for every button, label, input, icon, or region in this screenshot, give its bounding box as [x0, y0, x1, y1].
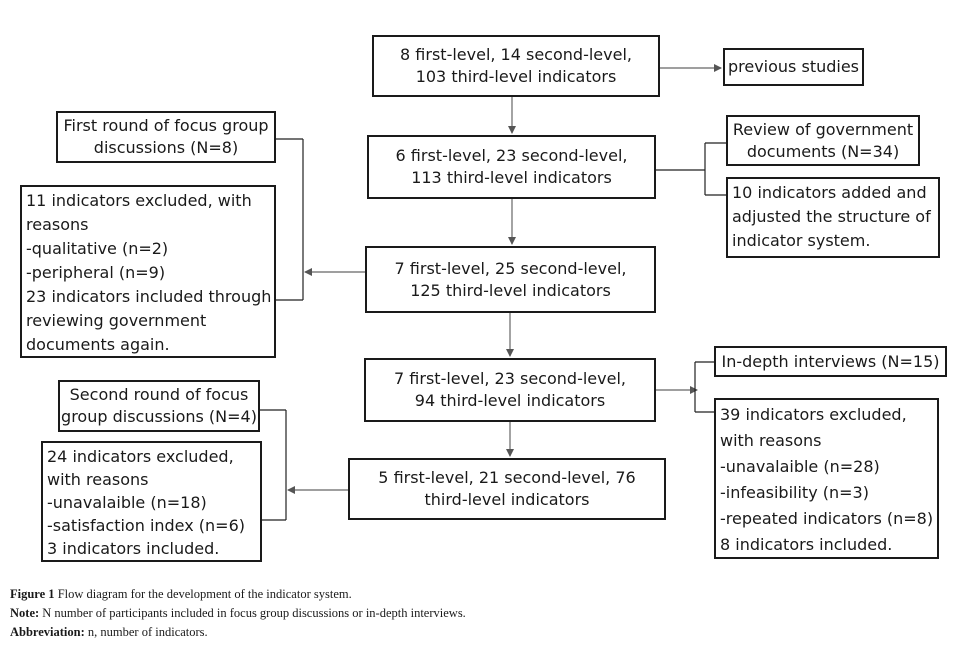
flow-box-5-line-1: 5 first-level, 21 second-level, 76 [378, 468, 636, 487]
previous-studies-box: previous studies [723, 48, 864, 86]
added-indicators-line-3: indicator system. [732, 231, 871, 250]
flow-box-1: 8 first-level, 14 second-level, 103 thir… [372, 35, 660, 97]
flow-box-2-line-2: 113 third-level indicators [411, 168, 612, 187]
excluded-interviews-line-3: -unavalaible (n=28) [720, 457, 880, 476]
excluded-round1-line-6: reviewing government [26, 311, 207, 330]
excluded-interviews-line-2: with reasons [720, 431, 822, 450]
focus-group-1-line-2: discussions (N=8) [93, 138, 239, 157]
flow-box-2-line-1: 6 first-level, 23 second-level, [395, 146, 628, 165]
flow-box-4: 7 first-level, 23 second-level, 94 third… [364, 358, 656, 422]
excluded-round1-line-7: documents again. [26, 335, 170, 354]
excluded-interviews-line-5: -repeated indicators (n=8) [720, 509, 934, 528]
abbr-label: Abbreviation: [10, 625, 85, 639]
excluded-round1-box: 11 indicators excluded, with reasons -qu… [20, 185, 276, 358]
excluded-round2-box: 24 indicators excluded, with reasons -un… [41, 441, 262, 562]
flow-box-4-line-1: 7 first-level, 23 second-level, [394, 369, 626, 388]
excluded-round2-line-2: with reasons [47, 470, 149, 489]
excluded-round1-line-3: -qualitative (n=2) [26, 239, 169, 258]
flow-box-1-line-1: 8 first-level, 14 second-level, [400, 45, 632, 64]
flow-box-3: 7 first-level, 25 second-level, 125 thir… [365, 246, 656, 313]
previous-studies-label: previous studies [727, 57, 860, 76]
excluded-interviews-line-4: -infeasibility (n=3) [720, 483, 869, 502]
abbr-text: n, number of indicators. [84, 625, 208, 639]
excluded-round2-line-3: -unavalaible (n=18) [47, 493, 207, 512]
figure-text: Flow diagram for the development of the … [54, 587, 352, 601]
excluded-round2-line-1: 24 indicators excluded, [47, 447, 234, 466]
figure-caption: Figure 1 Flow diagram for the developmen… [10, 587, 352, 602]
added-indicators-line-2: adjusted the structure of [732, 207, 931, 226]
added-indicators-line-1: 10 indicators added and [732, 183, 927, 202]
excluded-interviews-line-6: 8 indicators included. [720, 535, 893, 554]
excluded-round1-line-2: reasons [26, 215, 89, 234]
excluded-round1-line-1: 11 indicators excluded, with [26, 191, 252, 210]
note-text: N number of participants included in foc… [39, 606, 466, 620]
note-label: Note: [10, 606, 40, 620]
review-gov-line-1: Review of government [732, 119, 914, 139]
focus-group-1-line-1: First round of focus group [63, 116, 269, 135]
flow-box-1-line-2: 103 third-level indicators [415, 67, 617, 86]
flow-box-5-line-2: third-level indicators [424, 490, 590, 509]
focus-group-2-box: Second round of focus group discussions … [58, 380, 260, 432]
flow-box-4-line-2: 94 third-level indicators [414, 391, 606, 410]
flow-box-3-line-2: 125 third-level indicators [410, 280, 611, 300]
focus-group-2-line-1: Second round of focus [69, 385, 249, 404]
excluded-interviews-box: 39 indicators excluded, with reasons -un… [714, 398, 939, 559]
flow-box-3-line-1: 7 first-level, 25 second-level, [394, 258, 627, 278]
excluded-interviews-line-1: 39 indicators excluded, [720, 405, 907, 424]
flow-box-5: 5 first-level, 21 second-level, 76 third… [348, 458, 666, 520]
figure-label: Figure 1 [10, 587, 55, 601]
interviews-label: In-depth interviews (N=15) [721, 351, 940, 371]
excluded-round1-line-5: 23 indicators included through [26, 287, 272, 306]
review-gov-box: Review of government documents (N=34) [726, 115, 920, 166]
focus-group-1-box: First round of focus group discussions (… [56, 111, 276, 163]
interviews-box: In-depth interviews (N=15) [714, 346, 947, 377]
added-indicators-box: 10 indicators added and adjusted the str… [726, 177, 940, 258]
figure-note: Note: N number of participants included … [10, 606, 466, 621]
figure-abbreviation: Abbreviation: n, number of indicators. [10, 625, 208, 640]
focus-group-2-line-2: group discussions (N=4) [61, 407, 257, 426]
review-gov-line-2: documents (N=34) [746, 141, 900, 161]
excluded-round1-line-4: -peripheral (n=9) [26, 263, 166, 282]
flow-box-2: 6 first-level, 23 second-level, 113 thir… [367, 135, 656, 199]
excluded-round2-line-4: -satisfaction index (n=6) [47, 516, 246, 535]
excluded-round2-line-5: 3 indicators included. [47, 539, 220, 558]
